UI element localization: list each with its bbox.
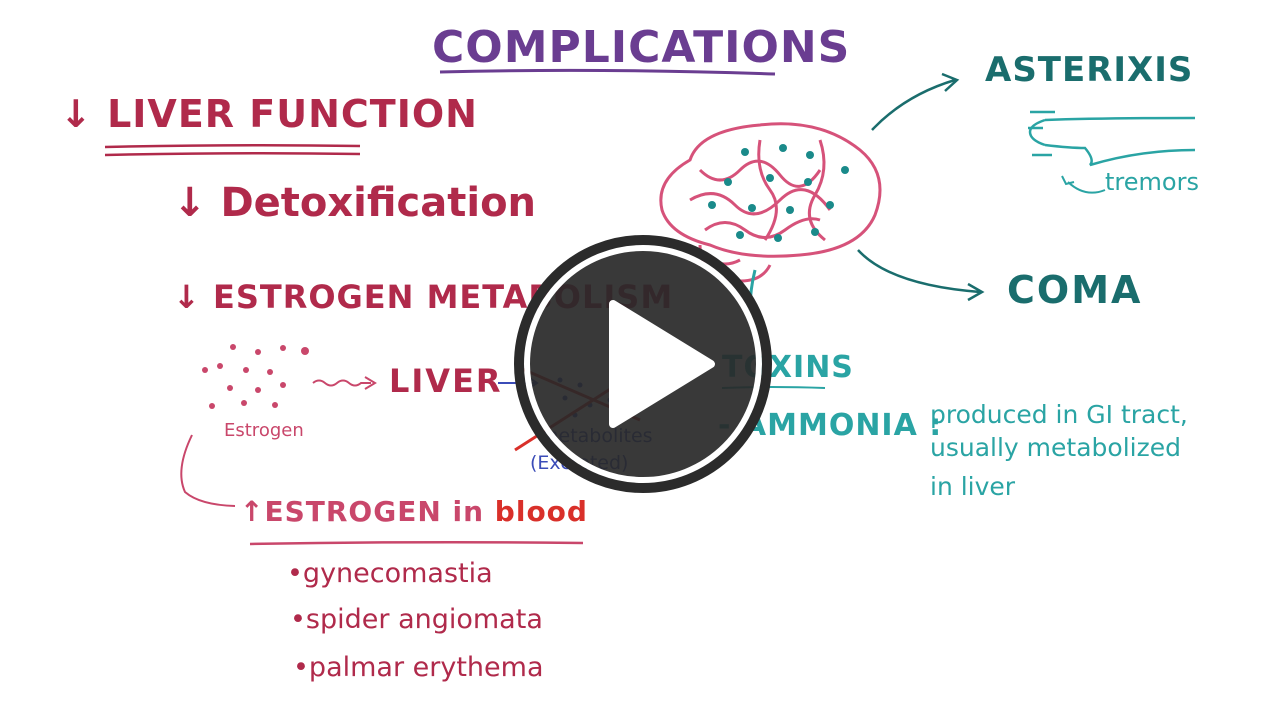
estrogen-arrow bbox=[312, 379, 371, 387]
estrogen-label: Estrogen bbox=[224, 420, 304, 441]
title-underline bbox=[439, 68, 776, 76]
effect-item: •spider angiomata bbox=[290, 604, 543, 635]
liver-label: LIVER bbox=[389, 362, 503, 400]
ammonia-note-line: in liver bbox=[930, 472, 1016, 501]
detoxification-label: ↓ Detoxification bbox=[173, 180, 537, 226]
heading-underline-1 bbox=[104, 143, 361, 149]
increased-estrogen-label: ↑ESTROGEN in blood bbox=[240, 495, 588, 528]
tremors-label: tremors bbox=[1105, 168, 1199, 196]
page-title: COMPLICATIONS bbox=[432, 22, 851, 73]
play-icon bbox=[514, 235, 772, 493]
estrogen-dots bbox=[202, 344, 309, 409]
play-button[interactable] bbox=[511, 232, 775, 496]
ammonia-note-line: usually metabolized bbox=[930, 433, 1181, 462]
hand-icon bbox=[1028, 110, 1196, 167]
increased-estrogen-prefix: ↑ESTROGEN in bbox=[240, 495, 495, 528]
heading-underline-2 bbox=[104, 151, 361, 157]
effect-item: •palmar erythema bbox=[293, 652, 544, 683]
blood-word: blood bbox=[494, 495, 588, 528]
coma-label: COMA bbox=[1007, 268, 1143, 312]
heading-liver-function: ↓ LIVER FUNCTION bbox=[60, 92, 478, 136]
effect-item: •gynecomastia bbox=[287, 558, 493, 589]
asterixis-label: ASTERIXIS bbox=[985, 50, 1194, 90]
ammonia-note-line: produced in GI tract, bbox=[930, 400, 1188, 429]
